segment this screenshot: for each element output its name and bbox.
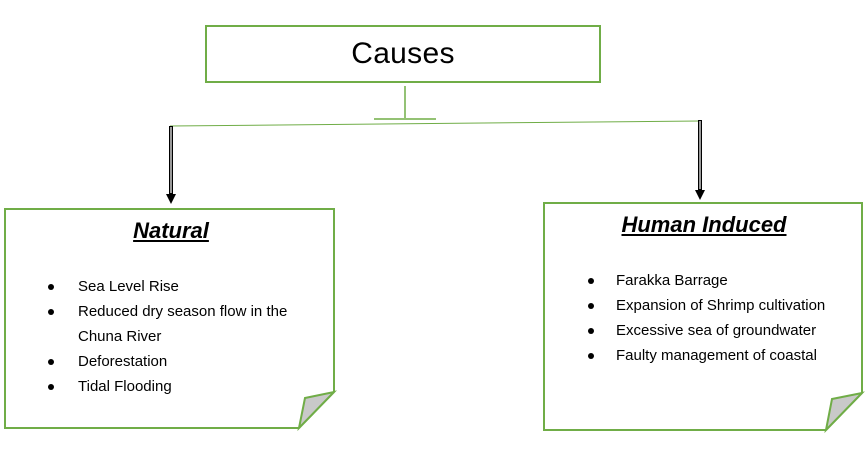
bullet-icon (588, 353, 594, 359)
list-item: Reduced dry season flow in the Chuna Riv… (6, 299, 306, 349)
natural-heading: Natural (133, 218, 209, 243)
list-item-text: Faulty management of coastal (616, 347, 817, 364)
bullet-icon (48, 284, 54, 290)
list-item: Sea Level Rise (6, 274, 306, 299)
list-item: Deforestation (6, 349, 306, 374)
list-item-text: Tidal Flooding (78, 378, 172, 395)
human-fold-corner (824, 391, 865, 434)
bullet-icon (48, 384, 54, 390)
list-item: Tidal Flooding (6, 374, 306, 399)
human-note-content: Human Induced Farakka Barrage Expansion … (546, 212, 862, 368)
causes-title: Causes (351, 37, 455, 70)
arrow-to-human (695, 120, 705, 200)
list-item-text: Expansion of Shrimp cultivation (616, 297, 826, 314)
list-item: Expansion of Shrimp cultivation (546, 293, 862, 318)
list-item-text: Farakka Barrage (616, 272, 728, 289)
branch-connector-line (169, 120, 701, 127)
bullet-icon (48, 309, 54, 315)
human-note-box (543, 202, 865, 434)
human-heading: Human Induced (621, 212, 787, 237)
arrow-to-natural (166, 126, 176, 204)
bullet-icon (588, 278, 594, 284)
bullet-icon (48, 359, 54, 365)
list-item: Excessive sea of groundwater (546, 318, 862, 343)
list-item-text: Sea Level Rise (78, 278, 179, 295)
list-item: Faulty management of coastal (546, 343, 862, 368)
list-item-text: Deforestation (78, 353, 168, 370)
natural-list: Sea Level Rise Reduced dry season flow i… (6, 274, 306, 399)
list-item-text: Excessive sea of groundwater (616, 322, 817, 339)
natural-note-box (4, 208, 337, 432)
bullet-icon (588, 328, 594, 334)
bullet-icon (588, 303, 594, 309)
list-item: Farakka Barrage (546, 268, 862, 293)
natural-fold-corner (297, 390, 337, 432)
human-list: Farakka Barrage Expansion of Shrimp cult… (546, 268, 862, 368)
natural-note-content: Natural Sea Level Rise Reduced dry seaso… (6, 218, 332, 399)
list-item-text: Reduced dry season flow in the Chuna Riv… (78, 303, 288, 345)
causes-title-box: Causes (205, 25, 601, 83)
